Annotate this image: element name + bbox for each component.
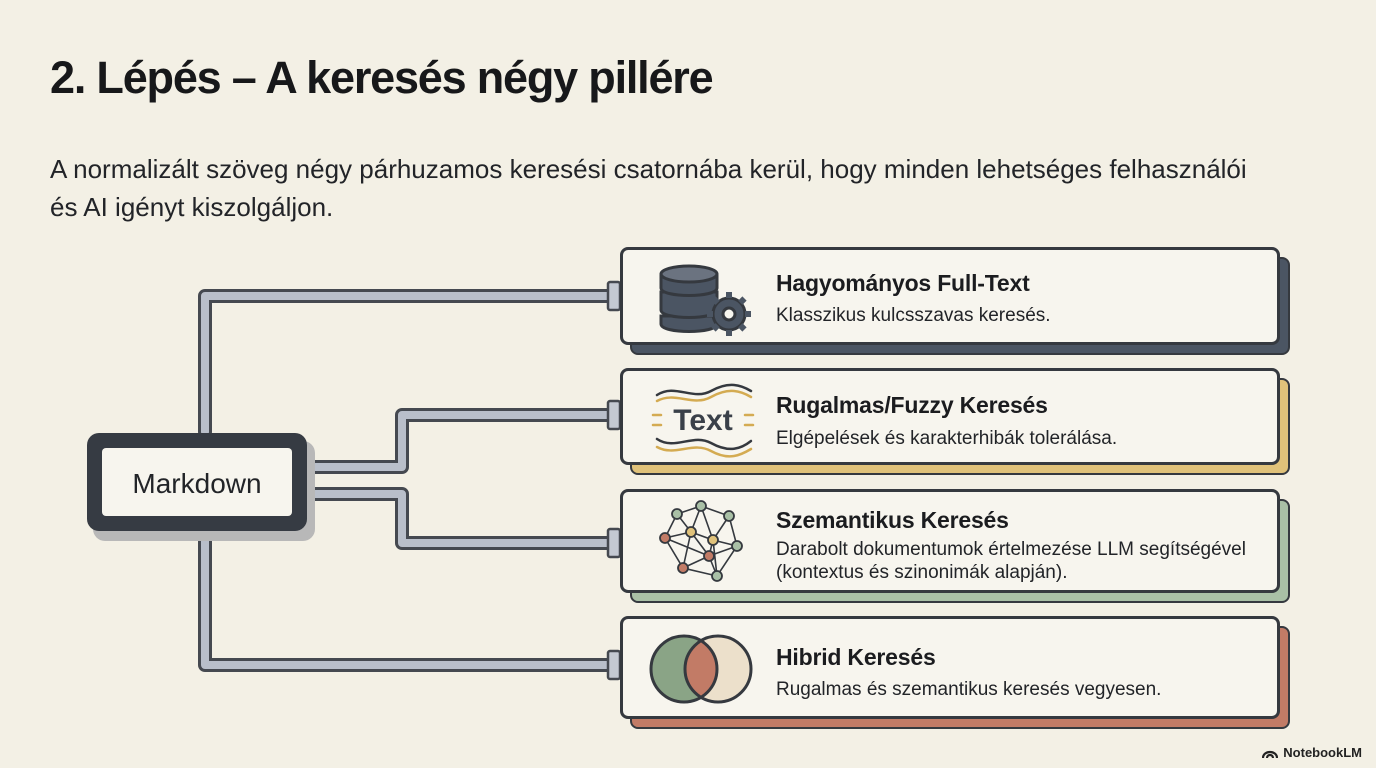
card-hybrid: Hibrid Keresés Rugalmas és szemantikus k… bbox=[620, 616, 1280, 719]
footer-brand: NotebookLM bbox=[1262, 745, 1362, 760]
plug-semantic bbox=[606, 527, 622, 559]
card-title: Hagyományos Full-Text bbox=[776, 270, 1030, 296]
connector-fuzzy bbox=[299, 408, 619, 474]
icon-text: Text bbox=[673, 404, 732, 437]
card-description: Darabolt dokumentumok értelmezése LLM se… bbox=[776, 539, 1246, 583]
source-node-inner bbox=[102, 448, 292, 516]
plug-fulltext bbox=[606, 280, 622, 312]
card-fuzzy: Text Rugalmas/Fuzzy Keresés Elgépelések … bbox=[620, 368, 1280, 465]
card-title: Rugalmas/Fuzzy Keresés bbox=[776, 392, 1048, 418]
card-description: Elgépelések és karakterhibák tolerálása. bbox=[776, 428, 1118, 449]
source-node-label: Markdown bbox=[132, 468, 262, 499]
database-gear-icon bbox=[653, 258, 753, 338]
card-fulltext: Hagyományos Full-Text Klasszikus kulcssz… bbox=[620, 247, 1280, 345]
notebooklm-logo-icon bbox=[1262, 750, 1279, 758]
venn-diagram-icon bbox=[645, 631, 757, 711]
network-graph-icon bbox=[653, 500, 753, 582]
connector-semantic bbox=[299, 487, 619, 550]
card-title: Hibrid Keresés bbox=[776, 644, 936, 670]
card-title: Szemantikus Keresés bbox=[776, 507, 1009, 533]
card-description: Klasszikus kulcsszavas keresés. bbox=[776, 305, 1051, 326]
plug-hybrid bbox=[606, 649, 622, 681]
card-semantic: Szemantikus Keresés Darabolt dokumentumo… bbox=[620, 489, 1280, 593]
card-description: Rugalmas és szemantikus keresés vegyesen… bbox=[776, 679, 1162, 700]
page-title: 2. Lépés – A keresés négy pillére bbox=[50, 52, 714, 103]
wavy-text-icon: Text bbox=[651, 379, 755, 459]
page-subtitle: A normalizált szöveg négy párhuzamos ker… bbox=[50, 154, 1247, 222]
plug-fuzzy bbox=[606, 399, 622, 431]
connector-hybrid bbox=[198, 525, 619, 672]
footer-brand-text: NotebookLM bbox=[1283, 745, 1362, 760]
